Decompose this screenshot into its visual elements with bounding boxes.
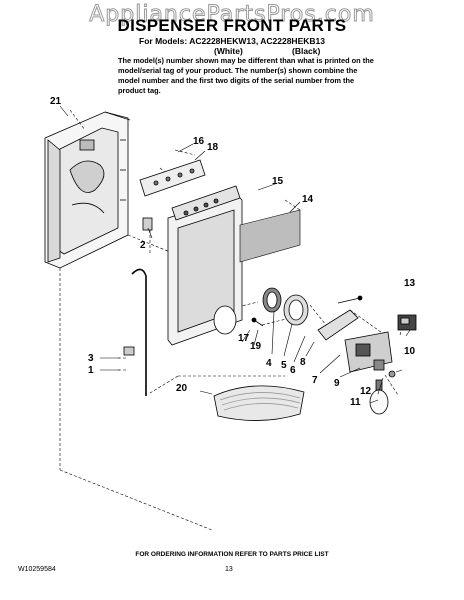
callout-2: 2 [140,240,146,251]
callout-14: 14 [302,194,314,205]
callout-5: 5 [281,360,287,371]
callout-10: 10 [404,346,416,357]
part-21-housing [44,111,131,269]
part-10-nut [388,370,396,378]
document-number: W10259584 [18,566,56,573]
callout-9: 9 [334,378,340,389]
callout-7: 7 [312,375,318,386]
callout-6: 6 [290,365,296,376]
callout-16: 16 [193,136,205,147]
part-15-front-panel [167,185,243,346]
color-black-label: (Black) [292,46,321,56]
part-20-drip-tray [213,385,305,421]
part-7-actuator [317,295,363,341]
callout-13: 13 [404,278,416,289]
callout-12: 12 [360,386,372,397]
callout-19: 19 [250,341,262,352]
part-9-bracket [344,331,393,373]
models-line: For Models: AC2228HEKW13, AC2228HEKB13 [139,36,325,46]
part-2-switch [142,217,153,231]
callout-3: 3 [88,353,94,364]
part-1-tube [123,268,147,396]
part-17-screw [251,317,264,327]
callout-20: 20 [176,383,188,394]
callout-21: 21 [50,96,62,107]
page-number: 13 [225,566,233,573]
callout-8: 8 [300,357,306,368]
part-11-bulb [369,379,389,415]
page-title: DISPENSER FRONT PARTS [117,16,347,35]
part-5-lens [283,294,309,326]
part-4-ring [262,287,282,313]
color-white-label: (White) [214,46,243,56]
callout-1: 1 [88,365,94,376]
model-note: The model(s) number shown may be differe… [118,56,374,95]
watermark: AppliancePartsPros.com [89,2,375,28]
callout-17: 17 [238,333,250,344]
callout-15: 15 [272,176,284,187]
callout-4: 4 [266,358,272,369]
ordering-info: FOR ORDERING INFORMATION REFER TO PARTS … [135,551,329,558]
callout-18: 18 [207,142,219,153]
part-13-module [397,314,417,331]
callout-11: 11 [350,397,361,408]
part-18-control-board [139,159,206,197]
part-14-shield [239,209,301,263]
